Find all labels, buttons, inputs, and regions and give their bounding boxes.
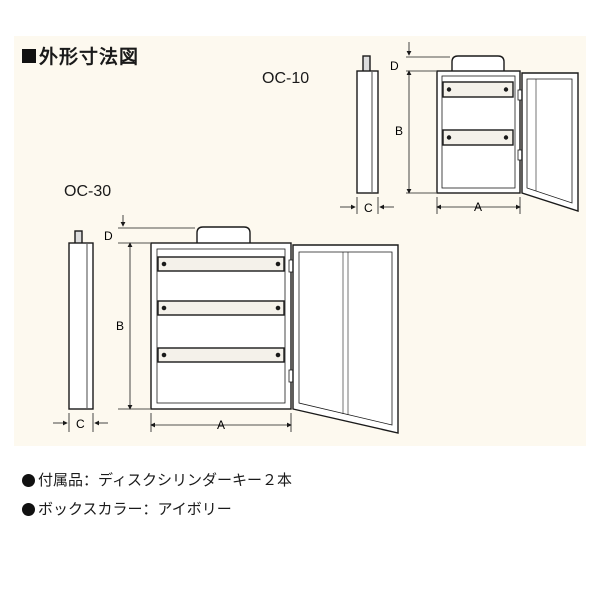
oc10-dim-b: B: [395, 124, 403, 138]
oc30-handle: [196, 226, 251, 243]
oc10-dim-d: D: [390, 59, 399, 73]
note-text: ボックスカラー：アイボリー: [38, 500, 232, 518]
oc30-door: [292, 244, 399, 434]
note-accessories: 付属品：ディスクシリンダーキー２本: [22, 466, 292, 495]
oc30-plate-2: [157, 300, 285, 316]
model-label-small: OC-10: [262, 70, 310, 87]
oc30-drawing: [68, 226, 399, 434]
oc10-plate-2: [442, 129, 514, 146]
oc30-plate-1: [157, 256, 285, 272]
oc10-door: [521, 72, 579, 212]
oc30-dim-a: A: [217, 418, 225, 432]
page-title: 外形寸法図: [22, 42, 139, 69]
oc10-dim-c: C: [364, 201, 373, 215]
note-text: 付属品：ディスクシリンダーキー２本: [38, 471, 292, 489]
page-title-text: 外形寸法図: [39, 46, 140, 68]
oc30-plate-3: [157, 347, 285, 363]
oc10-dimensions: [340, 42, 521, 214]
bullet-dot-icon: [22, 503, 35, 516]
model-label-large: OC-30: [64, 183, 112, 200]
oc10-plate-1: [442, 81, 514, 98]
oc30-dim-d: D: [104, 229, 113, 243]
square-bullet-icon: [22, 48, 36, 63]
oc30-dim-b: B: [116, 319, 124, 333]
notes-list: 付属品：ディスクシリンダーキー２本 ボックスカラー：アイボリー: [22, 466, 292, 524]
oc10-side-lock: [362, 55, 371, 73]
oc10-drawing: [356, 55, 579, 212]
bullet-dot-icon: [22, 474, 35, 487]
note-box-color: ボックスカラー：アイボリー: [22, 495, 292, 524]
oc30-side-view: [68, 242, 94, 410]
oc10-side-view: [356, 70, 379, 194]
oc10-dim-a: A: [474, 200, 482, 214]
oc30-dimensions: [53, 215, 292, 432]
oc10-handle: [451, 55, 505, 71]
oc30-dim-c: C: [76, 417, 85, 431]
